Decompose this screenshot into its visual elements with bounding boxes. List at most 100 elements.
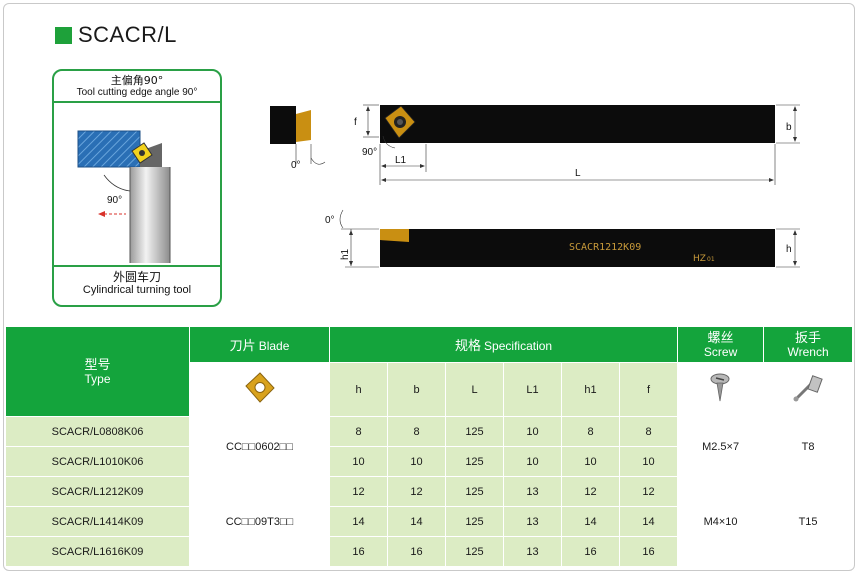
table-row: SCACR/L0808K06 CC□□0602□□ 8 8 125 10 8 8… — [5, 416, 854, 477]
type-header: 型号 Type — [5, 326, 190, 417]
type-cell: SCACR/L1414K09 — [5, 506, 190, 537]
wrench-header: 扳手 Wrench — [763, 326, 854, 363]
b-cell: 14 — [387, 506, 446, 537]
col-b-header: b — [387, 362, 446, 417]
diagram-header: 主偏角90° Tool cutting edge angle 90° — [54, 71, 220, 103]
side-view-shank — [380, 229, 775, 267]
f-cell: 10 — [618, 446, 679, 477]
b-cell: 8 — [387, 416, 446, 447]
side-angle-label: 0° — [325, 215, 335, 226]
h1-cell: 14 — [561, 506, 620, 537]
L-cell: 125 — [445, 416, 504, 447]
h-cell: 8 — [329, 416, 388, 447]
screw-image-cell — [677, 362, 765, 417]
screw-header-cn: 螺丝 — [707, 330, 734, 345]
spec-header: 规格 Specification — [328, 326, 679, 363]
h-cell: 16 — [329, 536, 388, 567]
dim-h-label: h — [786, 244, 792, 255]
h-cell: 10 — [329, 446, 388, 477]
col-f-header: f — [618, 362, 679, 417]
screw-cell: M2.5×7 — [677, 416, 765, 477]
col-L-header: L — [445, 362, 504, 417]
L1-cell: 13 — [503, 506, 562, 537]
diagram-title-en: Tool cutting edge angle 90° — [76, 87, 198, 98]
h1-cell: 8 — [561, 416, 620, 447]
L1-cell: 10 — [503, 446, 562, 477]
b-cell: 16 — [387, 536, 446, 567]
h1-cell: 10 — [561, 446, 620, 477]
L-cell: 125 — [445, 446, 504, 477]
page-title: SCACR/L — [78, 22, 177, 47]
L1-cell: 13 — [503, 476, 562, 507]
f-cell: 14 — [618, 506, 679, 537]
f-cell: 12 — [618, 476, 679, 507]
L-cell: 125 — [445, 476, 504, 507]
blade-code-cell: CC□□0602□□ — [189, 416, 330, 477]
workpiece-block — [77, 130, 141, 168]
table-row: SCACR/L1010K06 10 10 125 10 10 10 — [5, 446, 853, 477]
type-header-cn: 型号 — [84, 357, 111, 372]
screw-header: 螺丝 Screw — [677, 326, 765, 363]
diagram-footer: 外圆车刀 Cylindrical turning tool — [54, 265, 220, 305]
table-row: SCACR/L1616K09 16 16 125 13 16 16 — [5, 536, 853, 567]
wrench-icon — [793, 375, 823, 402]
L-cell: 125 — [445, 506, 504, 537]
spec-header-cn: 规格 — [454, 338, 481, 353]
h-cell: 12 — [329, 476, 388, 507]
type-cell: SCACR/L1010K06 — [5, 446, 190, 477]
screw-header-en: Screw — [703, 345, 738, 359]
engraving-text: SCACR1212K09 — [569, 242, 641, 253]
blade-image-cell — [189, 362, 330, 417]
side-view-insert — [380, 229, 409, 242]
b-cell: 12 — [387, 476, 446, 507]
end-view-angle-label: 0° — [291, 160, 301, 171]
cutting-angle-diagram: 主偏角90° Tool cutting edge angle 90° 90° — [52, 69, 222, 307]
f-cell: 8 — [618, 416, 679, 447]
f-cell: 16 — [618, 536, 679, 567]
blade-header-en: Blade — [258, 339, 290, 353]
brand-sub: 01 — [707, 256, 715, 263]
h1-cell: 12 — [561, 476, 620, 507]
blade-header-cn: 刀片 — [229, 338, 256, 353]
blade-code-cell: CC□□09T3□□ — [189, 476, 330, 567]
wrench-image-cell — [763, 362, 854, 417]
screw-icon — [710, 373, 730, 402]
screw-cell: M4×10 — [677, 476, 765, 567]
title-block: SCACR/L — [55, 22, 177, 48]
dim-b-label: b — [786, 122, 792, 133]
dim-h1-label: h1 — [340, 248, 351, 260]
blade-header: 刀片 Blade — [189, 326, 330, 363]
col-L1-header: L1 — [503, 362, 562, 417]
insert-icon — [244, 372, 275, 403]
end-view-insert — [296, 110, 311, 142]
table-row: SCACR/L1212K09 CC□□09T3□□ 12 12 125 13 1… — [5, 476, 854, 567]
end-view-shank — [270, 106, 296, 144]
spec-header-en: Specification — [484, 339, 553, 353]
dim-L-label: L — [575, 168, 581, 179]
col-h-header: h — [329, 362, 388, 417]
specification-table: 型号 Type 刀片 Blade 规格 Specification 螺丝 Scr… — [5, 326, 854, 567]
title-marker — [55, 26, 72, 44]
wrench-cell: T8 — [763, 416, 854, 477]
brand-mark: HZ — [693, 254, 706, 264]
L1-cell: 13 — [503, 536, 562, 567]
wrench-header-cn: 扳手 — [795, 330, 822, 345]
cylinder-workpiece — [130, 167, 170, 263]
diagram-angle-label: 90° — [107, 195, 122, 206]
type-header-en: Type — [84, 372, 111, 386]
h1-cell: 16 — [561, 536, 620, 567]
table-row: SCACR/L1414K09 14 14 125 13 14 14 — [5, 506, 853, 537]
type-cell: SCACR/L1212K09 — [5, 476, 190, 507]
page-frame — [3, 3, 855, 571]
b-cell: 10 — [387, 446, 446, 477]
L-cell: 125 — [445, 536, 504, 567]
turning-illustration: 90° — [77, 130, 171, 263]
diagram-title-cn: 主偏角90° — [110, 74, 164, 87]
type-cell: SCACR/L1616K09 — [5, 536, 190, 567]
col-h1-header: h1 — [561, 362, 620, 417]
angle-90-label: 90° — [362, 147, 377, 158]
diagram-footer-cn: 外圆车刀 — [112, 270, 161, 284]
top-view-shank — [380, 105, 775, 143]
wrench-cell: T15 — [763, 476, 854, 567]
tool-technical-drawing: 0° f 90° L1 L b SCACR1212K09 HZ 01 0° h1 — [270, 104, 800, 268]
